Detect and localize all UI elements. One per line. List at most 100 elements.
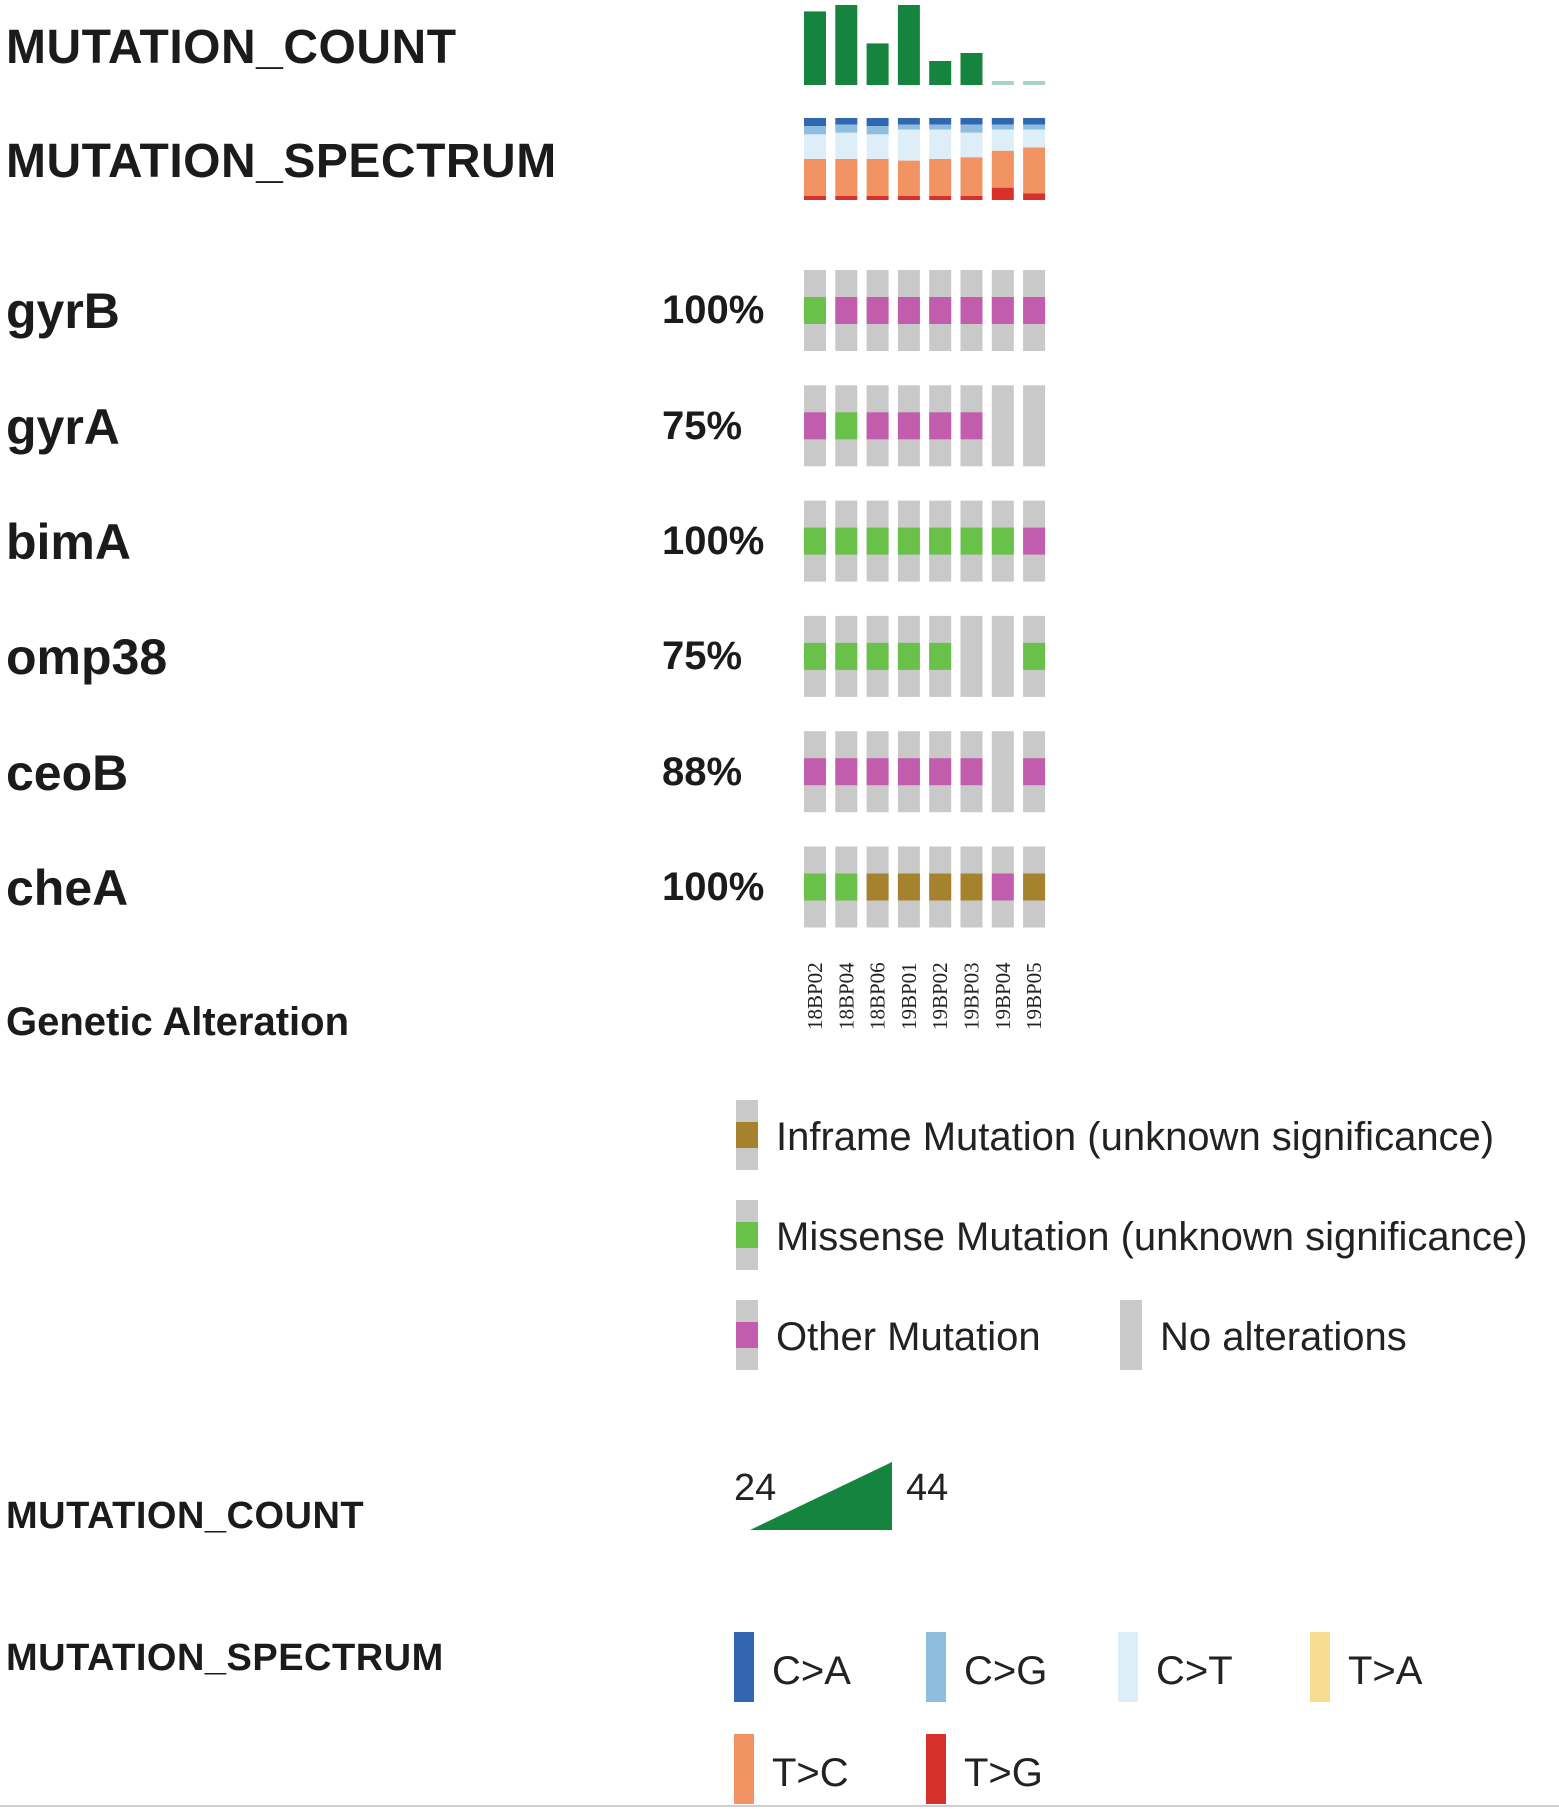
mutation-spectrum-segment-19BP03-CtoT xyxy=(960,132,983,158)
mutation-count-track-label: MUTATION_COUNT xyxy=(6,21,457,74)
legend-swatch-none xyxy=(1120,1300,1142,1370)
mutation-spectrum-segment-19BP02-TtoC xyxy=(929,159,952,196)
mutation-count-bar-18BP02 xyxy=(804,11,826,85)
mutation-spectrum-segment-19BP04-TtoC xyxy=(991,150,1014,188)
alteration-other-cheA-19BP04 xyxy=(991,873,1014,901)
spectrum-legend-swatch-TtoG xyxy=(926,1734,946,1804)
mutation-spectrum-segment-19BP05-CtoG xyxy=(1023,124,1046,130)
mutation-spectrum-segment-19BP03-TtoG xyxy=(960,195,983,200)
mutation-spectrum-segment-18BP02-CtoG xyxy=(804,126,826,135)
mutation-spectrum-segment-18BP02-CtoA xyxy=(804,118,826,127)
mutation-count-bar-19BP01 xyxy=(897,5,920,85)
alteration-missense-bimA-18BP04 xyxy=(835,527,858,555)
spectrum-legend-swatch-TtoA xyxy=(1310,1632,1330,1702)
mutation-spectrum-segment-19BP05-TtoC xyxy=(1023,147,1046,194)
cell-gyrA-19BP05 xyxy=(1023,385,1046,467)
alteration-missense-gyrA-18BP04 xyxy=(835,412,858,440)
alteration-missense-bimA-19BP04 xyxy=(991,527,1014,555)
mutation-count-legend-min: 24 xyxy=(734,1467,776,1509)
mutation-spectrum-segment-19BP02-CtoT xyxy=(929,129,952,159)
alteration-other-ceoB-18BP06 xyxy=(866,758,889,786)
mutation-spectrum-segment-19BP03-CtoA xyxy=(960,118,983,125)
spectrum-legend-label-TtoG: T>G xyxy=(964,1751,1043,1795)
alteration-other-gyrB-19BP04 xyxy=(991,297,1014,324)
gene-label-cheA: cheA xyxy=(6,860,129,916)
genetic-alteration-legend-title: Genetic Alteration xyxy=(6,1000,350,1044)
alteration-other-gyrA-18BP02 xyxy=(804,412,826,440)
mutation-count-bar-19BP04 xyxy=(991,81,1014,85)
mutation-spectrum-segment-18BP06-CtoT xyxy=(866,134,889,159)
mutation-spectrum-segment-18BP02-TtoC xyxy=(804,159,826,196)
gene-percent-gyrA: 75% xyxy=(662,404,743,448)
mutation-spectrum-segment-19BP02-CtoG xyxy=(929,124,952,130)
spectrum-legend-label-CtoA: C>A xyxy=(772,1649,851,1693)
gene-label-ceoB: ceoB xyxy=(6,745,129,801)
alteration-missense-bimA-18BP02 xyxy=(804,527,826,555)
alteration-other-gyrB-19BP01 xyxy=(897,297,920,324)
mutation-spectrum-segment-19BP04-CtoT xyxy=(991,129,1014,151)
mutation-spectrum-segment-18BP06-CtoA xyxy=(866,118,889,127)
alteration-missense-omp38-18BP02 xyxy=(804,642,826,670)
alteration-other-ceoB-18BP04 xyxy=(835,758,858,786)
mutation-spectrum-segment-19BP05-TtoG xyxy=(1023,193,1046,200)
alteration-missense-omp38-18BP04 xyxy=(835,642,858,670)
mutation-count-legend-max: 44 xyxy=(906,1467,948,1509)
alteration-other-gyrB-19BP05 xyxy=(1023,297,1046,324)
alteration-missense-bimA-19BP03 xyxy=(960,527,983,555)
mutation-count-legend-ramp xyxy=(750,1462,892,1530)
gene-label-gyrA: gyrA xyxy=(6,399,120,455)
alteration-other-gyrA-18BP06 xyxy=(866,412,889,440)
mutation-count-legend-label: MUTATION_COUNT xyxy=(6,1495,365,1537)
mutation-spectrum-segment-19BP04-CtoA xyxy=(991,118,1014,125)
alteration-missense-bimA-18BP06 xyxy=(866,527,889,555)
mutation-spectrum-segment-19BP01-CtoG xyxy=(897,124,920,130)
alteration-missense-omp38-18BP06 xyxy=(866,642,889,670)
alteration-other-gyrB-19BP03 xyxy=(960,297,983,324)
legend-swatch-fill-other xyxy=(736,1322,758,1348)
alteration-missense-bimA-19BP01 xyxy=(897,527,920,555)
alteration-other-gyrB-18BP04 xyxy=(835,297,858,324)
cell-gyrA-19BP04 xyxy=(991,385,1014,467)
gene-label-omp38: omp38 xyxy=(6,629,168,685)
alteration-other-ceoB-19BP01 xyxy=(897,758,920,786)
gene-label-bimA: bimA xyxy=(6,514,131,570)
alteration-missense-omp38-19BP01 xyxy=(897,642,920,670)
mutation-spectrum-segment-19BP02-TtoG xyxy=(929,195,952,200)
cell-omp38-19BP03 xyxy=(960,615,983,697)
spectrum-legend-swatch-CtoG xyxy=(926,1632,946,1702)
mutation-count-bar-18BP06 xyxy=(866,43,889,85)
gene-percent-bimA: 100% xyxy=(662,519,765,563)
alteration-other-gyrA-19BP02 xyxy=(929,412,952,440)
spectrum-legend-label-CtoG: C>G xyxy=(964,1649,1047,1693)
alteration-missense-omp38-19BP05 xyxy=(1023,642,1046,670)
mutation-spectrum-track-label: MUTATION_SPECTRUM xyxy=(6,135,557,188)
mutation-count-bar-19BP02 xyxy=(929,61,952,85)
cell-omp38-19BP04 xyxy=(991,615,1014,697)
mutation-spectrum-segment-19BP05-CtoA xyxy=(1023,118,1046,125)
alteration-other-ceoB-19BP03 xyxy=(960,758,983,786)
legend-label-none: No alterations xyxy=(1160,1315,1407,1359)
alteration-other-ceoB-19BP02 xyxy=(929,758,952,786)
mutation-spectrum-segment-19BP04-TtoG xyxy=(991,187,1014,200)
gene-percent-gyrB: 100% xyxy=(662,288,765,332)
sample-label-18BP06: 18BP06 xyxy=(866,962,890,1030)
spectrum-legend-label-TtoA: T>A xyxy=(1348,1649,1423,1693)
mutation-spectrum-segment-18BP02-CtoT xyxy=(804,134,826,159)
sample-label-19BP03: 19BP03 xyxy=(960,962,984,1030)
mutation-spectrum-segment-19BP03-TtoC xyxy=(960,157,983,196)
mutation-spectrum-segment-18BP06-TtoG xyxy=(866,195,889,200)
alteration-other-bimA-19BP05 xyxy=(1023,527,1046,555)
mutation-spectrum-segment-18BP02-TtoG xyxy=(804,195,826,200)
mutation-spectrum-segment-18BP04-CtoT xyxy=(835,132,858,159)
alteration-missense-bimA-19BP02 xyxy=(929,527,952,555)
sample-label-19BP05: 19BP05 xyxy=(1022,962,1046,1030)
mutation-spectrum-legend-label: MUTATION_SPECTRUM xyxy=(6,1637,444,1679)
mutation-spectrum-segment-19BP05-CtoT xyxy=(1023,129,1046,148)
mutation-spectrum-segment-19BP02-CtoA xyxy=(929,118,952,125)
mutation-spectrum-segment-19BP01-CtoT xyxy=(897,129,920,161)
mutation-spectrum-segment-19BP01-TtoG xyxy=(897,195,920,200)
alteration-other-ceoB-18BP02 xyxy=(804,758,826,786)
mutation-spectrum-segment-19BP01-CtoA xyxy=(897,118,920,125)
alteration-inframe-cheA-18BP06 xyxy=(866,873,889,901)
gene-label-gyrB: gyrB xyxy=(6,283,120,339)
